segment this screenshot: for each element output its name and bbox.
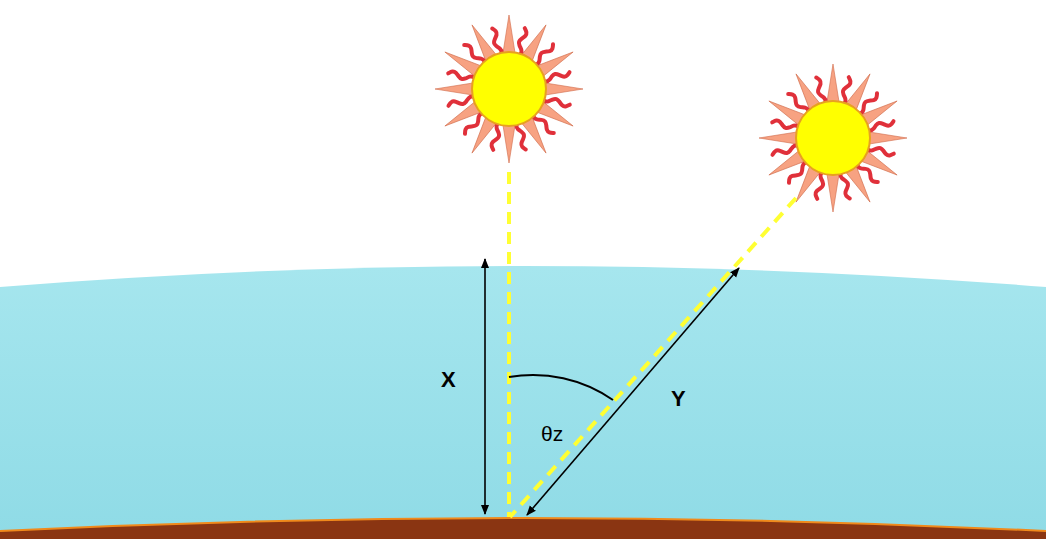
ground (0, 518, 1046, 539)
ground-edge (0, 518, 1046, 531)
atmosphere-band (0, 266, 1046, 539)
y-dimension-arrow (527, 268, 739, 515)
sun-ray-vertical (507, 172, 511, 517)
angle-label: θz (541, 423, 563, 444)
zenith-angle-arc (509, 375, 613, 400)
sun-disc (796, 101, 870, 175)
sun-icon (435, 15, 583, 163)
dimension-label: X (441, 369, 456, 391)
dimension-label: Y (671, 388, 686, 410)
x-dimension-arrow (484, 259, 486, 514)
sun-ray-slanted (510, 198, 796, 517)
sun-disc (472, 52, 546, 126)
sun-icon (759, 64, 907, 212)
